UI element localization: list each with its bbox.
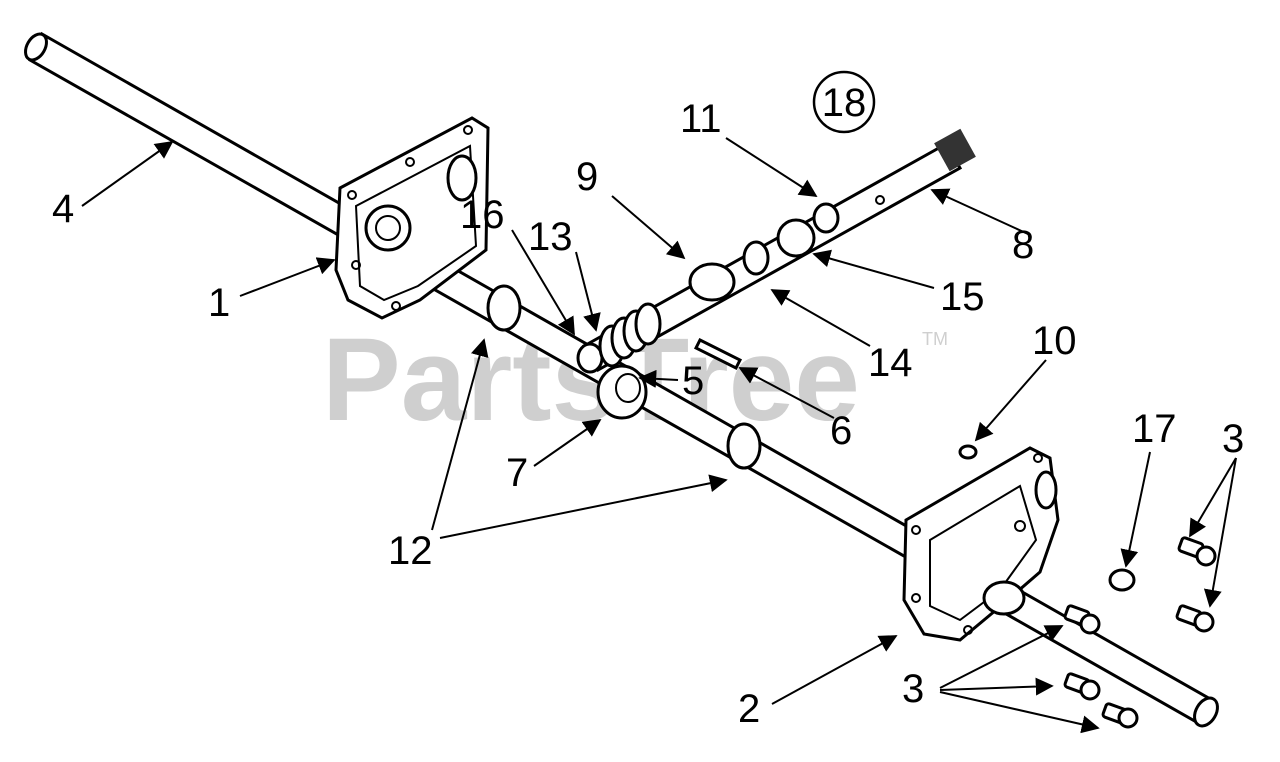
label-14: 14 [868, 341, 913, 385]
right-housing [902, 446, 1060, 642]
label-8: 8 [1012, 223, 1034, 267]
label-11: 11 [680, 97, 722, 141]
label-17: 17 [1132, 407, 1177, 451]
label-7: 7 [506, 451, 528, 495]
label-16: 16 [460, 193, 505, 237]
leader-lines [81, 137, 1237, 734]
label-9: 9 [576, 155, 598, 199]
worm-gear [598, 302, 662, 368]
label-1: 1 [208, 281, 230, 325]
label-15: 15 [940, 275, 985, 319]
label-3-top: 3 [1222, 417, 1244, 461]
callout-18-text: 18 [822, 81, 867, 125]
label-5: 5 [682, 359, 704, 403]
label-13: 13 [528, 215, 573, 259]
label-10: 10 [1032, 319, 1077, 363]
spacer-washers [486, 284, 762, 470]
drive-gear [596, 364, 648, 420]
watermark-trademark: TM [922, 329, 948, 349]
left-housing [334, 116, 490, 320]
label-6: 6 [830, 409, 852, 453]
label-4: 4 [52, 187, 74, 231]
label-2: 2 [738, 687, 760, 731]
worm-shaft [576, 128, 976, 374]
part-labels: 1 2 3 3 4 5 6 7 8 9 10 11 12 13 14 15 16… [52, 97, 1244, 731]
bolts [1063, 536, 1217, 729]
key-pin [693, 337, 743, 371]
grease-fitting [958, 444, 978, 460]
label-3-bottom: 3 [902, 667, 924, 711]
callout-18: 18 [812, 70, 876, 134]
label-12: 12 [388, 529, 433, 573]
